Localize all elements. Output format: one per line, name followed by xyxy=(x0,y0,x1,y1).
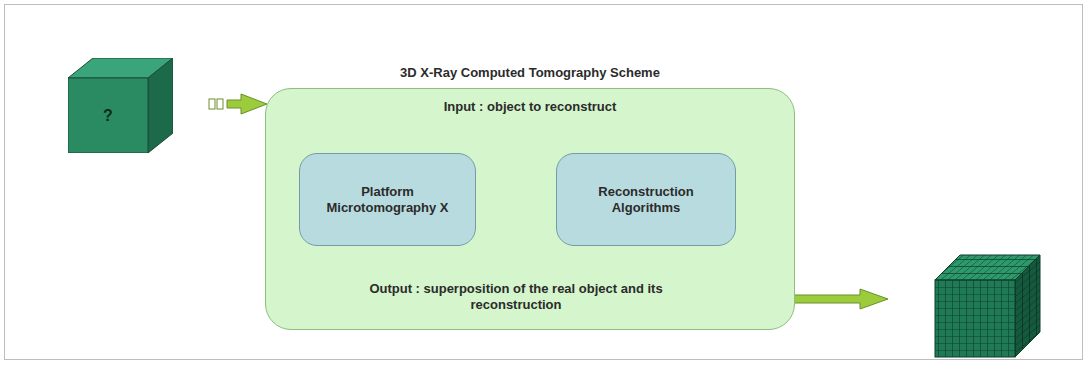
process-box: Reconstruction Algorithms xyxy=(556,153,736,246)
voxel-cube xyxy=(935,255,1040,357)
input-label: Input : object to reconstruct xyxy=(266,99,794,115)
scheme-panel: 3D X-Ray Computed Tomography SchemeInput… xyxy=(265,88,795,330)
unknown-object-cube: ? xyxy=(68,58,173,153)
box-label: Reconstruction Algorithms xyxy=(571,184,721,216)
scheme-title: 3D X-Ray Computed Tomography Scheme xyxy=(266,65,794,81)
cube-outline xyxy=(68,58,173,153)
output-label: Output : superposition of the real objec… xyxy=(356,281,676,313)
process-box: Platform Microtomography X xyxy=(299,153,476,246)
input-arrow xyxy=(209,94,267,114)
box-label: Platform Microtomography X xyxy=(314,184,461,216)
cube-label: ? xyxy=(68,78,148,153)
